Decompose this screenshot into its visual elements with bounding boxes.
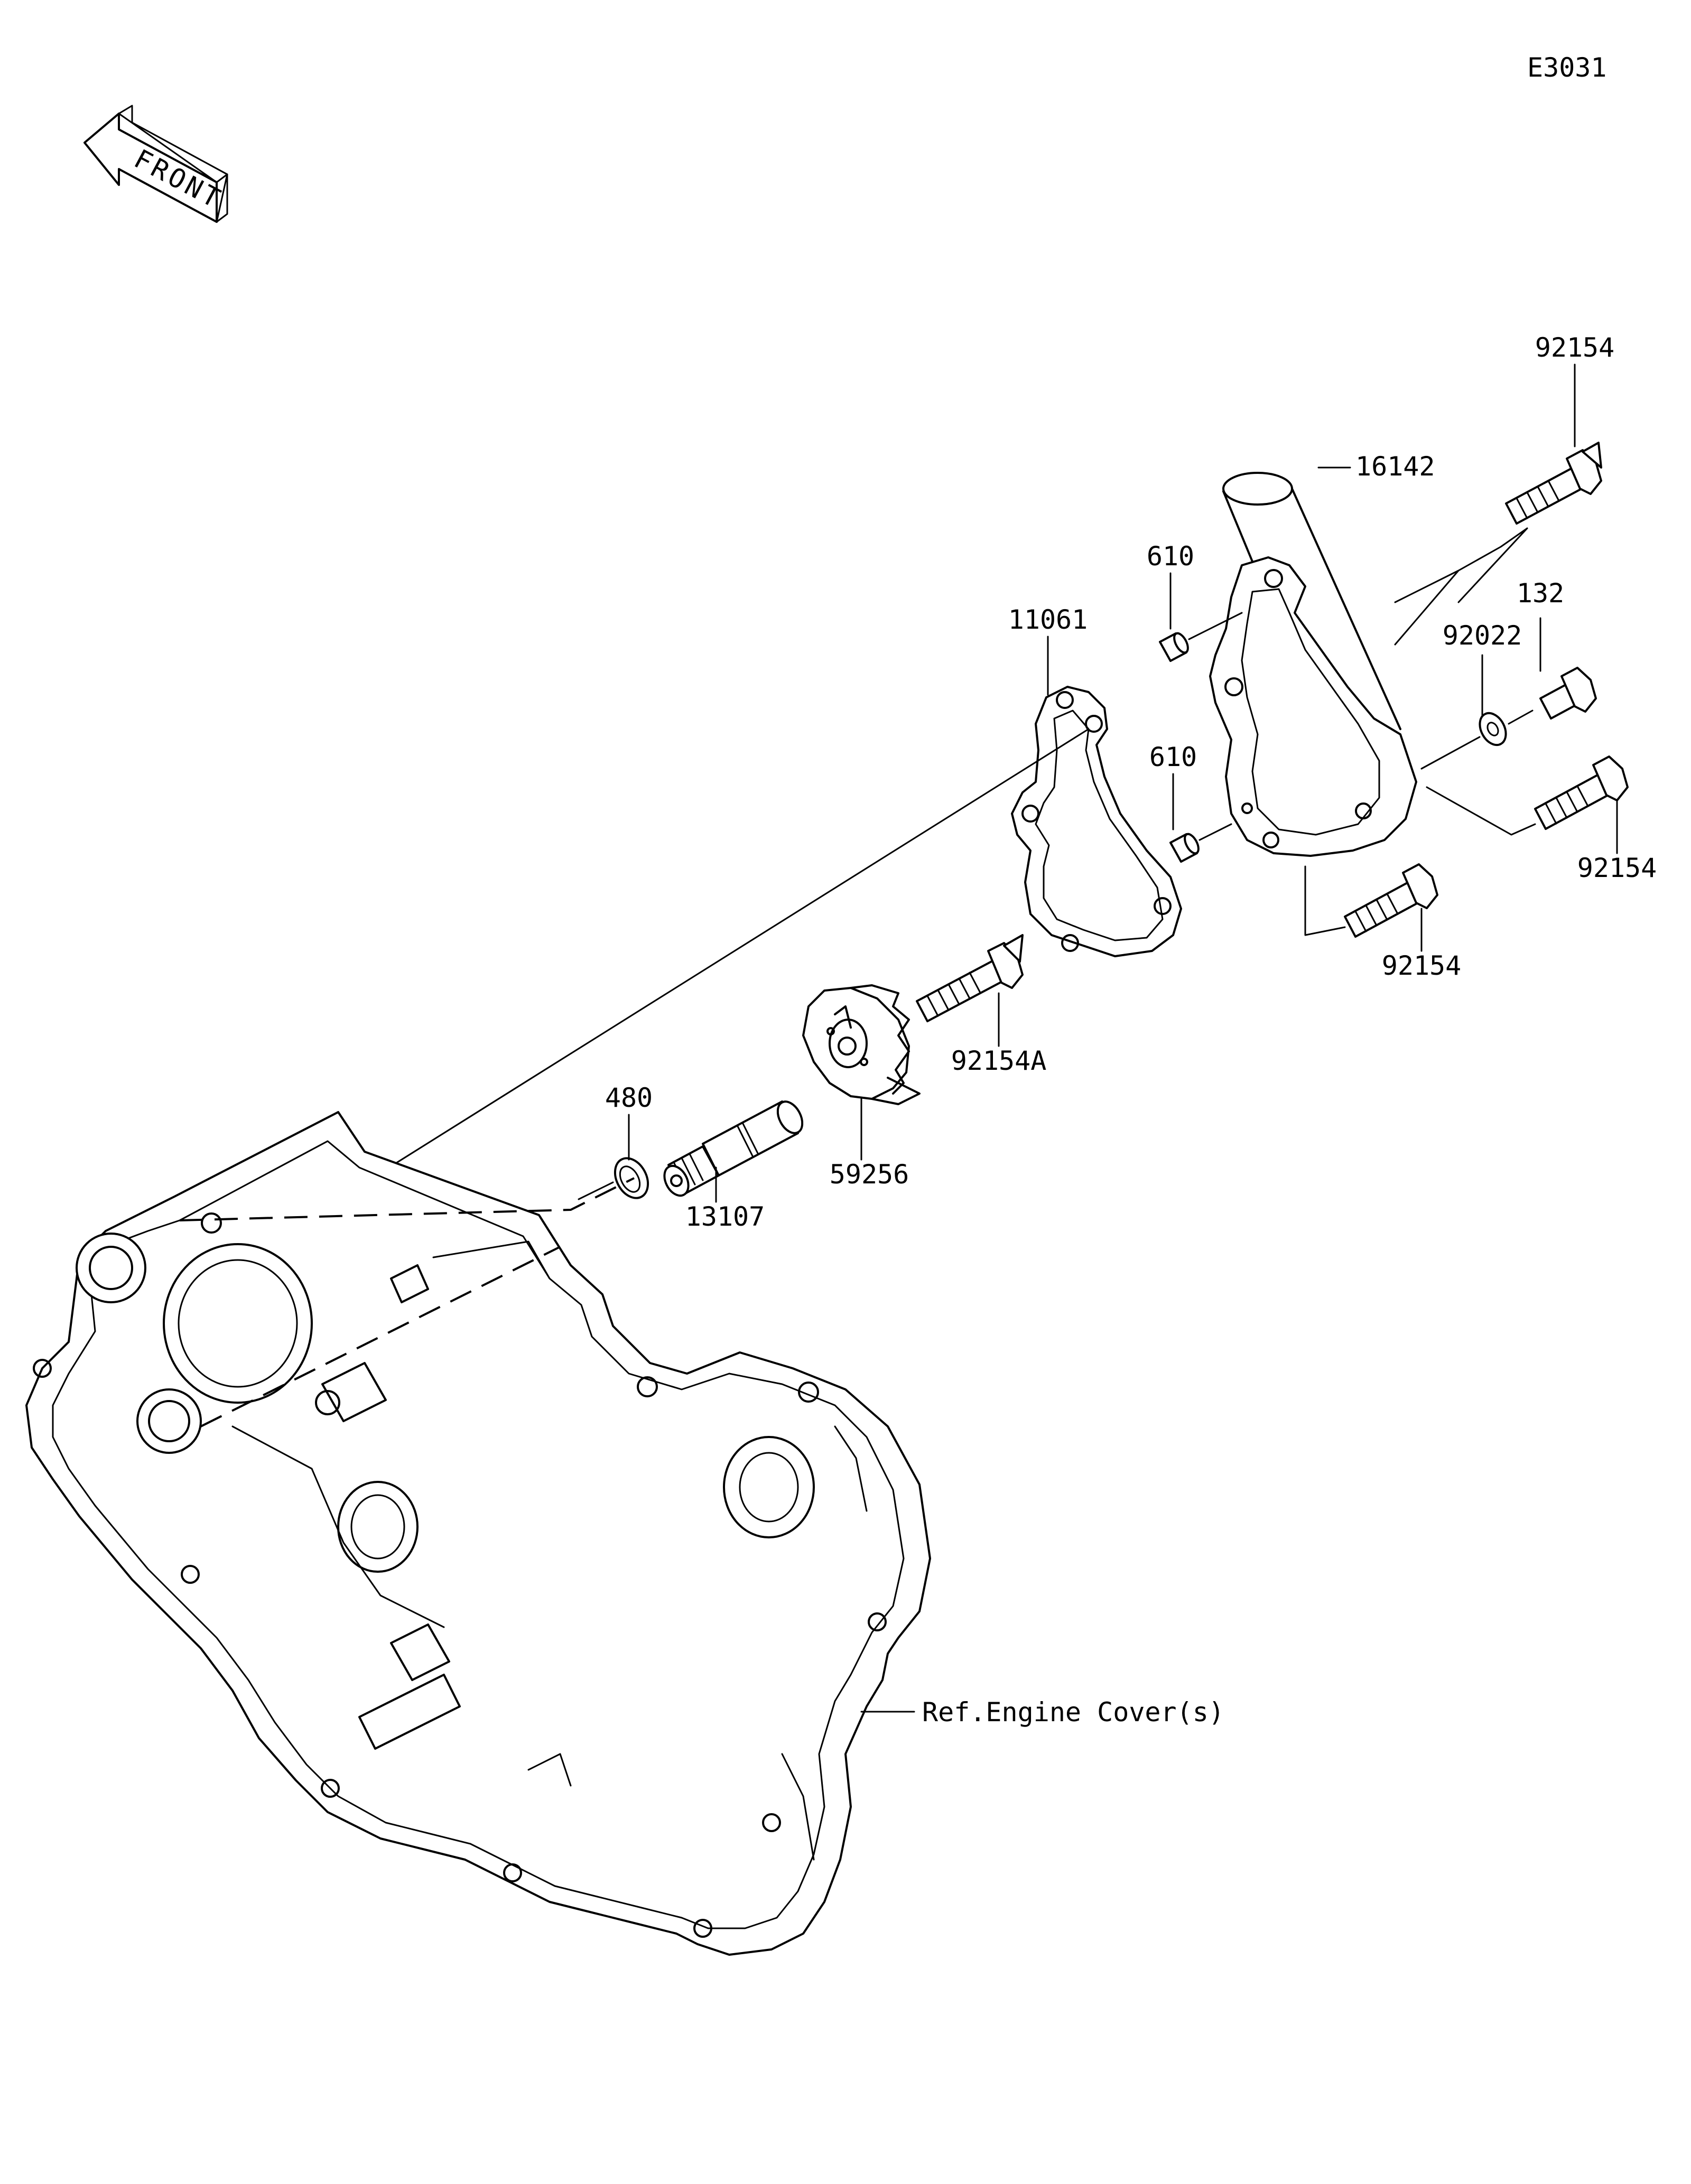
part-number-59256: 59256 (830, 1159, 909, 1190)
gasket (1011, 686, 1182, 957)
leader-lines (628, 363, 1618, 1713)
part-number-610-upper: 610 (1147, 541, 1194, 572)
bolt-92154A (916, 934, 1024, 1022)
pump-shaft (663, 1100, 804, 1197)
part-number-16142: 16142 (1355, 451, 1435, 482)
reference-label: Ref.Engine Cover(s) (922, 1697, 1224, 1728)
bolt-92154-top (1505, 442, 1602, 525)
water-pump-cover (1209, 472, 1417, 857)
dowel-pin-lower (1169, 833, 1200, 863)
engine-cover (25, 1111, 931, 1956)
bolt-92154-bottom (1344, 863, 1438, 938)
bolt-92154-right (1534, 755, 1629, 830)
part-number-13107: 13107 (685, 1201, 765, 1232)
dowel-pin-upper (1159, 632, 1189, 662)
front-arrow-icon: FRONT (83, 105, 228, 223)
impeller (802, 984, 921, 1105)
part-number-11061: 11061 (1008, 604, 1088, 635)
part-number-610-lower: 610 (1149, 742, 1197, 772)
part-number-92022: 92022 (1443, 620, 1522, 651)
circlip (614, 1157, 649, 1199)
diagram-code: E3031 (1527, 52, 1607, 83)
part-number-92154A: 92154A (951, 1046, 1047, 1076)
part-number-480: 480 (605, 1082, 653, 1113)
part-number-92154-top: 92154 (1535, 332, 1615, 363)
part-number-92154-bottom: 92154 (1382, 950, 1462, 981)
washer (1479, 712, 1507, 746)
bolt-132 (1539, 667, 1597, 720)
alignment-lines (379, 527, 1536, 1200)
part-number-92154-right: 92154 (1577, 853, 1657, 883)
part-number-132: 132 (1517, 578, 1564, 609)
